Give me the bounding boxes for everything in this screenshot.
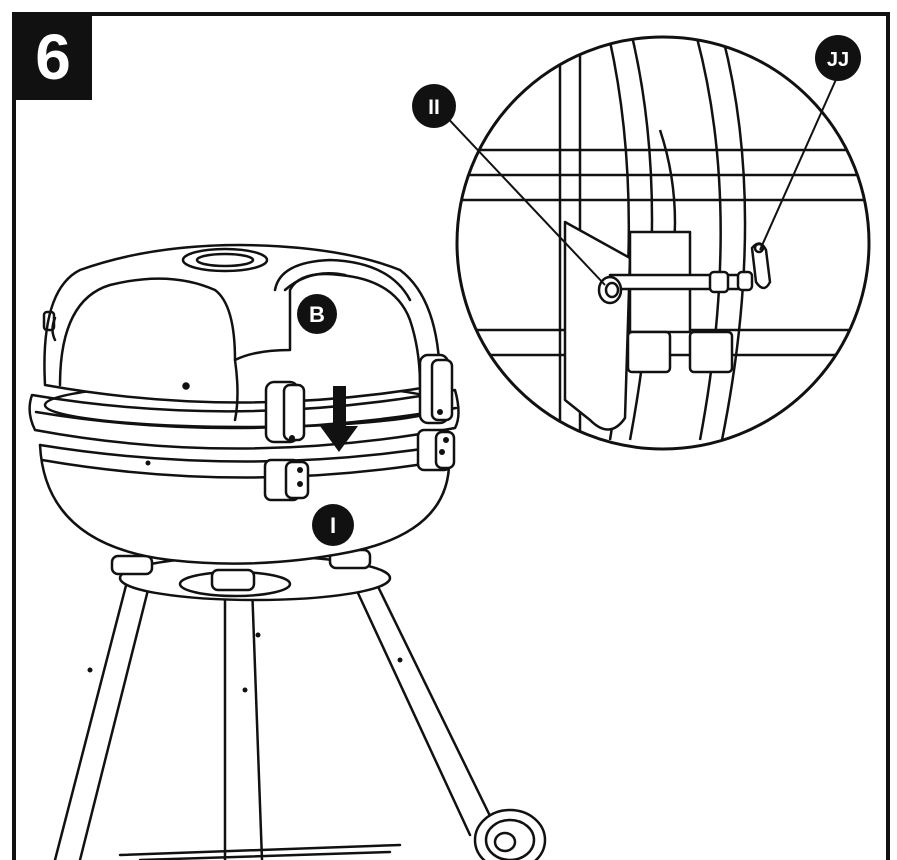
zoom-detail — [439, 35, 871, 451]
outer-frame — [12, 12, 890, 860]
bottom-shelf — [118, 843, 402, 860]
grill-illustration — [28, 243, 547, 860]
callout-pin: JJ — [815, 35, 861, 81]
callout-bolt-label: II — [428, 96, 440, 119]
grill-legs — [53, 558, 494, 860]
callout-lid-label: B — [309, 302, 325, 327]
grill-bowl — [38, 443, 451, 565]
callout-bowl: I — [312, 504, 354, 546]
leader-line-pin — [759, 74, 839, 251]
step-number-badge: 6 — [14, 14, 92, 100]
down-arrow-icon — [320, 386, 358, 452]
callout-bolt: II — [412, 84, 456, 128]
callout-lid: B — [297, 294, 337, 334]
callout-pin-label: JJ — [827, 49, 849, 71]
wheel — [473, 808, 547, 860]
leader-line-bolt — [439, 109, 606, 286]
top-vent — [181, 247, 269, 273]
callout-bowl-label: I — [330, 513, 336, 538]
